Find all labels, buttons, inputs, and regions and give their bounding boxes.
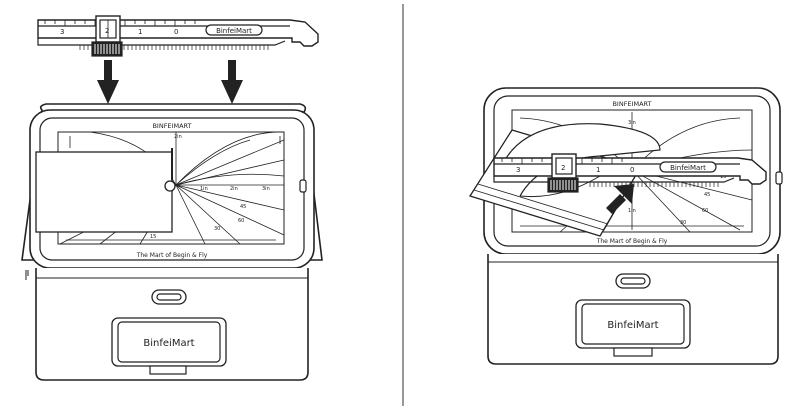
chart-label: 60 — [702, 208, 708, 214]
left-ruler-brand: BinfeiMart — [216, 27, 252, 35]
chart-label: 60 — [238, 218, 244, 224]
chart-label: 3in — [628, 120, 636, 126]
ruler-tick-label: 3 — [60, 28, 64, 36]
ruler-brand-pill — [205, 24, 263, 36]
right-ruler-brand: BinfeiMart — [670, 164, 706, 172]
base-brand-label: BinfeiMart — [143, 338, 194, 349]
chart-label: 45 — [704, 192, 710, 198]
chart-label: 1in — [628, 208, 636, 214]
chart-label: 45 — [240, 204, 246, 210]
chart-label: 15 — [720, 174, 726, 180]
chart-label: 2in — [230, 186, 238, 192]
ruler-tick-label: 0 — [630, 166, 634, 174]
ruler-tick-label: 2 — [561, 164, 565, 172]
board-bottom-label: The Mart of Begin & Fly — [136, 252, 208, 259]
chart-label: 15 — [150, 234, 156, 240]
left-panel: BinfeiMart 3 2 1 0 BINFEIMART The Mart o… — [21, 15, 323, 381]
chart-label: 2in — [174, 134, 182, 140]
chart-label: 3in — [262, 186, 270, 192]
pivot-pin — [164, 180, 176, 192]
board-bottom-label: The Mart of Begin & Fly — [596, 238, 668, 245]
ruler-tick-label: 3 — [516, 166, 520, 174]
arrow-down-icon — [97, 60, 119, 104]
chart-label: 30 — [214, 226, 220, 232]
right-board: BINFEIMART The Mart of Begin & Fly 3in 2… — [468, 87, 783, 365]
ruler-tick-label: 1 — [596, 166, 600, 174]
arrow-down-icon — [221, 60, 243, 104]
right-panel: BINFEIMART The Mart of Begin & Fly 3in 2… — [468, 87, 783, 365]
arrow-up-right-icon — [606, 184, 634, 214]
ruler-tick-label: 0 — [174, 28, 178, 36]
chart-label: 1in — [200, 186, 208, 192]
ruler-tick-label: 1 — [138, 28, 142, 36]
chart-label: 30 — [680, 220, 686, 226]
ruler-tick-label: 2 — [105, 27, 109, 35]
board-top-label: BINFEIMART — [152, 122, 191, 130]
board-top-label: BINFEIMART — [612, 100, 651, 108]
left-board: BINFEIMART The Mart of Begin & Fly 2in 1… — [21, 103, 323, 381]
ruler-brand-pill — [659, 161, 717, 173]
left-ruler: BinfeiMart 3 2 1 0 — [37, 15, 319, 57]
paper-sheet — [35, 151, 173, 233]
right-ruler: BinfeiMart 3 2 1 0 — [493, 153, 767, 193]
base-brand-label: BinfeiMart — [607, 320, 658, 331]
